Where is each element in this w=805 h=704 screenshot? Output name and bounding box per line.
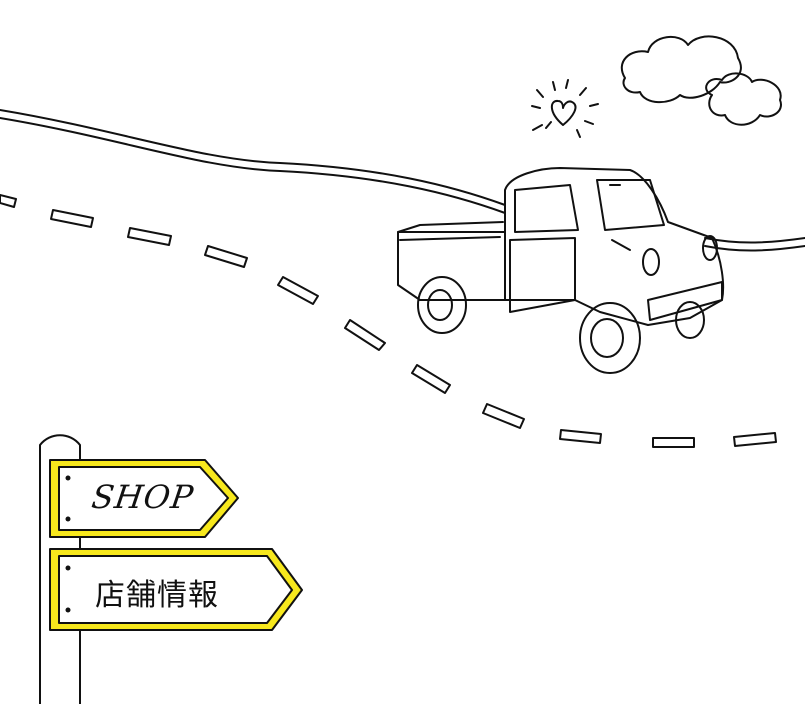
truck [397,167,725,374]
sign-shop[interactable] [49,459,239,538]
sign-store-info[interactable] [49,548,303,631]
sign-store-info-label[interactable]: 店舗情報 [95,578,219,613]
heart-icon [531,79,599,138]
road-dashes [0,194,777,448]
sign-shop-label[interactable]: SHOP [89,478,197,516]
clouds [620,35,782,126]
road-edge [0,109,805,252]
